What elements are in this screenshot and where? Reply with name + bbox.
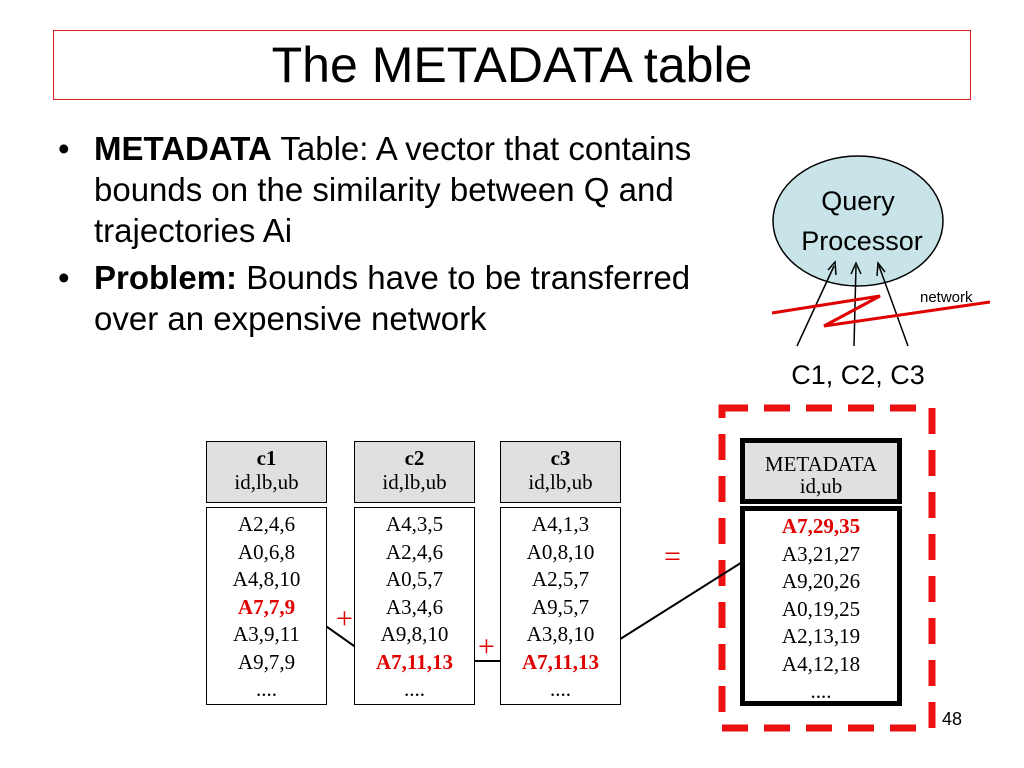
metadata-dashed-frame (718, 404, 936, 732)
arrowhead-c1 (827, 260, 837, 276)
equals-sign: = (664, 540, 681, 573)
table-row: A4,12,18 (781, 651, 861, 676)
table-row: A0,6,8 (237, 539, 296, 564)
table-c3-columns: id,lb,ub (528, 470, 593, 494)
arrowhead-c3 (876, 261, 886, 277)
query-processor-ellipse (772, 155, 944, 287)
table-row: A3,8,10 (526, 622, 595, 646)
table-row: A3,4,6 (385, 594, 444, 619)
plus-sign-1: + (336, 602, 353, 635)
bullet-text: Table: A vector that contains bounds on … (94, 130, 692, 249)
table-row: A9,8,10 (380, 622, 449, 646)
table-c2-body: A4,3,5 A2,4,6 A0,5,7 A3,4,6 A9,8,10 A7,1… (354, 507, 475, 705)
network-bolt (771, 294, 991, 328)
query-processor-label-1: Query (821, 186, 895, 216)
table-row: A0,8,10 (526, 539, 595, 564)
table-row: A2,5,7 (531, 567, 590, 591)
bullet-list: • METADATA Table: A vector that contains… (58, 128, 698, 345)
table-c2-columns: id,lb,ub (382, 470, 447, 494)
slide-title: The METADATA table (271, 37, 753, 93)
table-row-highlight: A7,7,9 (237, 594, 296, 619)
bullet-metadata: • METADATA Table: A vector that contains… (58, 128, 698, 251)
table-c2-header: c2 id,lb,ub (354, 441, 475, 503)
bullet-problem: • Problem: Bounds have to be transferred… (58, 257, 698, 339)
table-row: A9,7,9 (237, 649, 296, 674)
table-row: A0,5,7 (385, 567, 444, 591)
table-row: A3,21,27 (781, 541, 861, 566)
table-row-highlight: A7,11,13 (375, 649, 453, 674)
plus-sign-2: + (478, 630, 495, 663)
table-c3-header: c3 id,lb,ub (500, 441, 621, 503)
metadata-table-body: A7,29,35 A3,21,27 A9,20,26 A0,19,25 A2,1… (740, 506, 902, 706)
metadata-table-columns: id,ub (799, 474, 843, 498)
query-processor-label-2: Processor (801, 226, 923, 256)
table-c3-name: c3 (550, 446, 571, 470)
bullet-bold-label: METADATA (94, 130, 272, 167)
table-row: A2,13,19 (781, 624, 861, 648)
bullet-marker: • (58, 130, 70, 167)
table-c1-body: A2,4,6 A0,6,8 A4,8,10 A7,7,9 A3,9,11 A9,… (206, 507, 327, 705)
table-c1-columns: id,lb,ub (234, 470, 299, 494)
bullet-bold-label: Problem: (94, 259, 238, 296)
table-row: A9,20,26 (781, 569, 861, 593)
arrow-c3 (878, 265, 909, 347)
table-row: A3,9,11 (233, 622, 300, 646)
table-row-highlight: A7,29,35 (781, 514, 861, 538)
clients-label: C1, C2, C3 (791, 360, 925, 390)
metadata-table-name: METADATA (764, 452, 878, 476)
table-row: .... (810, 679, 832, 703)
bullet-marker: • (58, 259, 70, 296)
metadata-table-header: METADATA id,ub (740, 438, 902, 504)
table-row: A9,5,7 (531, 594, 590, 619)
table-row: .... (404, 677, 425, 701)
bullet-text: Bounds have to be transferred over an ex… (94, 259, 691, 337)
table-row: A4,8,10 (232, 567, 301, 591)
table-c3-body: A4,1,3 A0,8,10 A2,5,7 A9,5,7 A3,8,10 A7,… (500, 507, 621, 705)
table-row: .... (256, 677, 277, 701)
network-label: network (920, 289, 973, 306)
table-row: A2,4,6 (237, 512, 296, 536)
table-row: A4,1,3 (531, 512, 590, 536)
table-c1-name: c1 (256, 446, 277, 470)
table-c2-name: c2 (404, 446, 425, 470)
table-row: A2,4,6 (385, 539, 444, 564)
page-number: 48 (942, 709, 963, 729)
arrowhead-c2 (850, 261, 862, 275)
table-row: A4,3,5 (385, 512, 444, 536)
table-row: A0,19,25 (781, 596, 861, 621)
title-box: The METADATA table (53, 30, 971, 100)
table-row: .... (550, 677, 571, 701)
table-c1-header: c1 id,lb,ub (206, 441, 327, 503)
arrow-c2 (853, 265, 857, 347)
table-row-highlight: A7,11,13 (521, 649, 599, 674)
